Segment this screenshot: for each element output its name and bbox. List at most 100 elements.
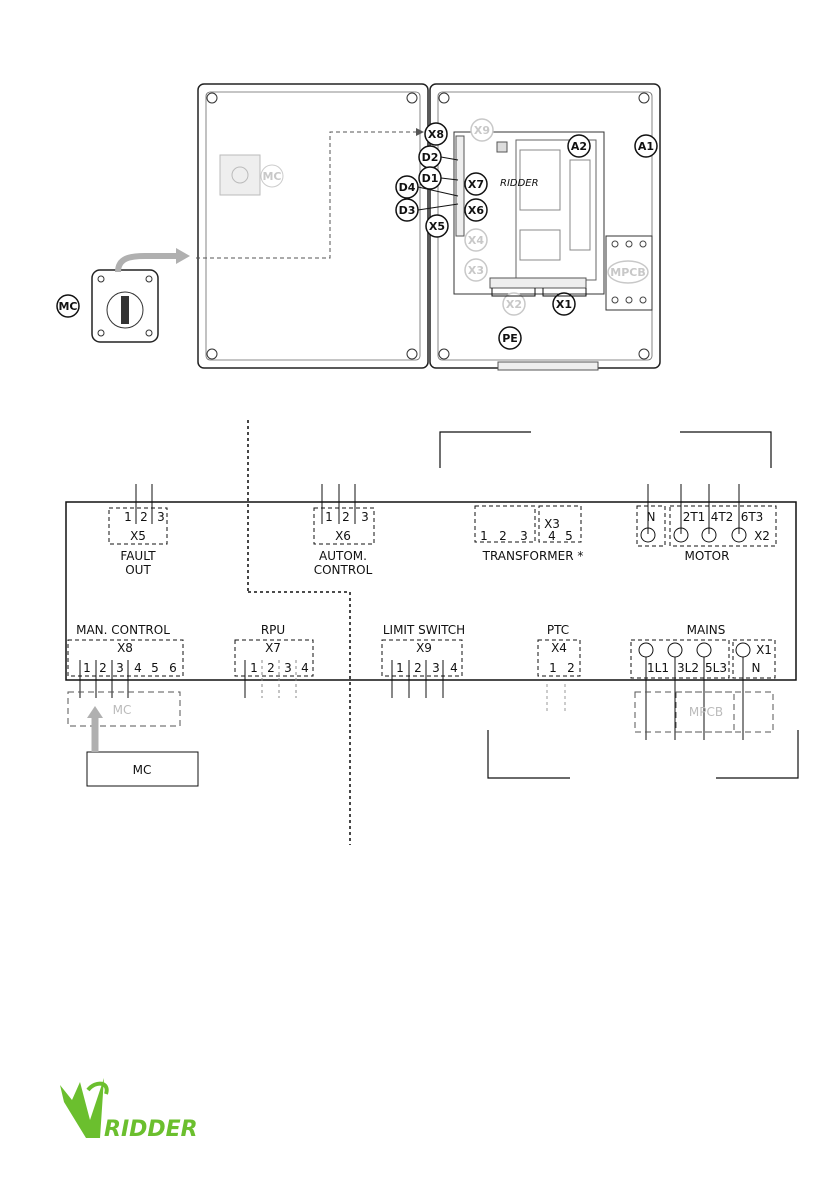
svg-text:3: 3 (361, 510, 369, 524)
svg-text:X7: X7 (265, 641, 281, 655)
svg-text:4T2: 4T2 (711, 510, 734, 524)
svg-text:1: 1 (480, 529, 488, 543)
schematic: 1 2 3 X5 FAULT OUT 1 2 3 X6 AUTOM. CONTR… (66, 420, 798, 845)
callout-d2: D2 (419, 146, 441, 168)
svg-text:X3: X3 (468, 264, 484, 277)
callout-a2: A2 (568, 135, 590, 157)
switch-mount (220, 155, 260, 195)
svg-text:3: 3 (432, 661, 440, 675)
svg-text:4: 4 (450, 661, 458, 675)
board-brand: RIDDER (500, 178, 539, 189)
svg-text:PTC: PTC (547, 623, 569, 637)
svg-text:X2: X2 (506, 298, 522, 311)
svg-text:PE: PE (502, 332, 518, 345)
callout-x4: X4 (465, 229, 487, 251)
svg-text:MC: MC (262, 170, 281, 183)
svg-text:5: 5 (565, 529, 573, 543)
svg-text:FAULT: FAULT (120, 549, 156, 563)
svg-text:2: 2 (567, 661, 575, 675)
logo-text: RIDDER (104, 1117, 198, 1142)
callout-x8: X8 (425, 123, 447, 145)
svg-text:1: 1 (83, 661, 91, 675)
enclosure-illustration: MC RIDDER MC X (57, 84, 660, 370)
svg-text:3: 3 (284, 661, 292, 675)
svg-text:2: 2 (267, 661, 275, 675)
svg-text:2: 2 (342, 510, 350, 524)
ridder-logo: RIDDER (60, 1078, 198, 1142)
terminal-x8-man-control: MAN. CONTROL X8 1 2 3 4 5 6 (68, 623, 183, 698)
svg-text:3: 3 (157, 510, 165, 524)
callout-d1: D1 (419, 167, 441, 189)
svg-text:X6: X6 (335, 529, 351, 543)
svg-text:3L2: 3L2 (677, 661, 699, 675)
svg-text:X1: X1 (756, 643, 772, 657)
callout-x6: X6 (465, 199, 487, 221)
svg-text:D1: D1 (422, 172, 439, 185)
svg-text:6T3: 6T3 (741, 510, 764, 524)
svg-text:4: 4 (134, 661, 142, 675)
callout-pe: PE (499, 327, 521, 349)
terminal-x9-limit-switch: LIMIT SWITCH X9 1 2 3 4 (382, 623, 465, 698)
svg-text:1L1: 1L1 (647, 661, 669, 675)
svg-text:2: 2 (99, 661, 107, 675)
callout-d4: D4 (396, 176, 418, 198)
callout-a1: A1 (635, 135, 657, 157)
svg-text:D4: D4 (399, 181, 416, 194)
svg-text:1: 1 (250, 661, 258, 675)
terminal-x7-rpu: RPU X7 1 2 3 4 (235, 623, 313, 698)
callout-d3: D3 (396, 199, 418, 221)
svg-text:CONTROL: CONTROL (314, 563, 373, 577)
svg-text:X6: X6 (468, 204, 484, 217)
svg-text:4: 4 (301, 661, 309, 675)
svg-text:X9: X9 (416, 641, 432, 655)
svg-text:MC: MC (58, 300, 77, 313)
svg-text:OUT: OUT (125, 563, 151, 577)
svg-text:AUTOM.: AUTOM. (319, 549, 367, 563)
svg-text:A1: A1 (638, 140, 654, 153)
svg-text:X4: X4 (468, 234, 484, 247)
mpcb-label: MPCB (689, 705, 723, 719)
svg-text:X9: X9 (474, 124, 490, 137)
svg-text:3: 3 (116, 661, 124, 675)
svg-text:MAINS: MAINS (687, 623, 726, 637)
svg-text:A2: A2 (571, 140, 587, 153)
terminal-x6: 1 2 3 X6 AUTOM. CONTROL (314, 484, 374, 577)
callout-x3: X3 (465, 259, 487, 281)
svg-text:X8: X8 (428, 128, 444, 141)
terminal-x4-ptc: PTC X4 1 2 (538, 623, 580, 712)
svg-text:5: 5 (151, 661, 159, 675)
svg-text:X5: X5 (130, 529, 146, 543)
svg-text:4: 4 (548, 529, 556, 543)
svg-text:X8: X8 (117, 641, 133, 655)
svg-text:2T1: 2T1 (683, 510, 706, 524)
terminal-x3-transformer: X3 1 2 3 4 5 TRANSFORMER * (475, 506, 583, 563)
callout-mpcb: MPCB (608, 261, 648, 283)
svg-text:RPU: RPU (261, 623, 285, 637)
svg-text:N: N (752, 661, 761, 675)
svg-text:2: 2 (140, 510, 148, 524)
svg-text:X2: X2 (754, 529, 770, 543)
svg-text:X4: X4 (551, 641, 567, 655)
callout-x5: X5 (426, 215, 448, 237)
terminal-x1-mains: MAINS X1 1L1 3L2 5L3 N (631, 623, 775, 740)
mc-solid-label: MC (133, 763, 152, 777)
callout-x9: X9 (471, 119, 493, 141)
mc-dashed-label: MC (113, 703, 132, 717)
terminal-x5: 1 2 3 X5 FAULT OUT (109, 484, 167, 577)
svg-text:D2: D2 (422, 151, 439, 164)
svg-text:LIMIT SWITCH: LIMIT SWITCH (383, 623, 465, 637)
enclosure-lid (198, 84, 428, 368)
svg-text:D3: D3 (399, 204, 416, 217)
svg-text:3: 3 (520, 529, 528, 543)
svg-text:X1: X1 (556, 298, 572, 311)
svg-text:MAN. CONTROL: MAN. CONTROL (76, 623, 170, 637)
svg-text:2: 2 (414, 661, 422, 675)
svg-text:1: 1 (325, 510, 333, 524)
svg-text:MOTOR: MOTOR (685, 549, 730, 563)
svg-text:1: 1 (124, 510, 132, 524)
terminal-x2-motor: N 2T1 4T2 6T3 X2 MOTOR (637, 484, 776, 563)
svg-text:2: 2 (499, 529, 507, 543)
svg-text:MPCB: MPCB (610, 266, 645, 279)
svg-text:5L3: 5L3 (705, 661, 727, 675)
